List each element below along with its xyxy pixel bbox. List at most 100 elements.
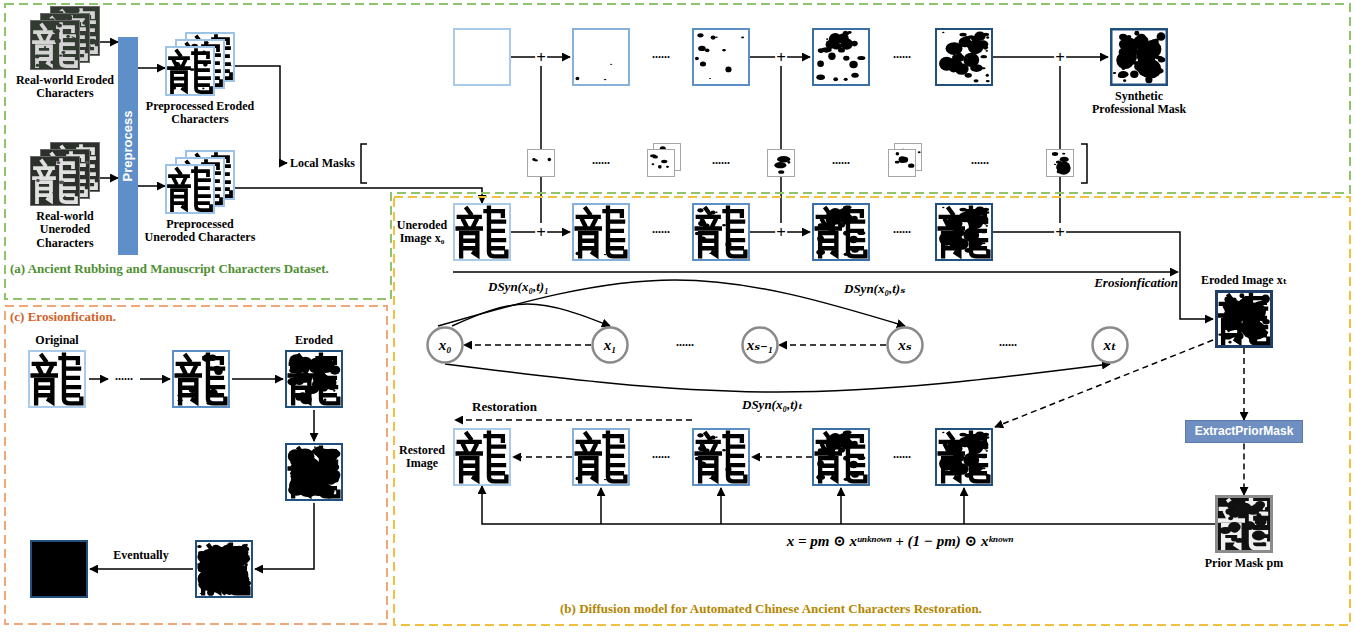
image-tile <box>572 428 630 486</box>
edge-label: DSyn(x₀,t)₁ <box>486 280 551 295</box>
tile-image <box>453 203 511 261</box>
erosion-blot <box>650 154 656 157</box>
image-caption: Preprocessed Eroded Characters <box>143 100 257 127</box>
connector <box>1243 348 1245 420</box>
dataset-panel: (a) Ancient Rubbing and Manuscript Chara… <box>4 3 1351 300</box>
erosion-blot <box>1228 341 1231 344</box>
image-tile <box>195 540 253 598</box>
erosion-blot <box>72 37 76 40</box>
image-tile <box>812 28 870 86</box>
image-tile <box>165 46 215 96</box>
character-strokes <box>200 545 249 594</box>
character-strokes <box>577 433 626 482</box>
image-stack: Preprocessed Uneroded Characters <box>165 150 235 214</box>
erosion-blot <box>215 368 223 375</box>
erosion-blot <box>978 215 989 223</box>
erosion-blot <box>942 32 944 33</box>
mask-link <box>540 177 542 223</box>
image-tile <box>453 203 511 261</box>
free-label: ...... <box>652 48 670 61</box>
erosion-blot <box>939 457 954 471</box>
edge-label-holder: DSyn(x₀,t)ₜ <box>740 398 805 413</box>
image-tile <box>692 203 750 261</box>
tile-border <box>454 29 510 85</box>
erosion-blot <box>1222 313 1240 331</box>
tile-border <box>813 204 869 260</box>
label-holder: Eventually <box>113 549 168 562</box>
circle-label: xₜ <box>1091 326 1129 364</box>
connector <box>445 364 1110 392</box>
dashed-region <box>5 306 387 624</box>
tile-border <box>693 204 749 260</box>
image-tile <box>30 156 80 206</box>
connector <box>464 344 591 346</box>
erosion-blot <box>700 236 706 241</box>
erosion-blot <box>325 490 333 498</box>
erosion-blot <box>610 239 612 240</box>
tile-ground <box>165 164 215 214</box>
image-caption: Restored Image <box>395 444 449 471</box>
erosion-blot <box>899 156 906 163</box>
erosion-blot <box>851 248 858 253</box>
erosion-blot <box>52 192 54 193</box>
arrow <box>720 488 722 524</box>
caption-holder: Uneroded Image x₀ <box>395 219 449 246</box>
tile-border <box>813 429 869 485</box>
erosion-blot <box>1120 60 1128 65</box>
state-label: xₜ <box>1103 337 1116 354</box>
image-tile <box>935 203 993 261</box>
erosion-blot <box>978 40 989 48</box>
tile-ground <box>812 203 870 261</box>
image-tile <box>692 428 750 486</box>
erosion-blot <box>986 36 989 39</box>
erosion-blot <box>841 438 853 450</box>
erosion-blot <box>963 211 970 217</box>
character-strokes <box>697 433 746 482</box>
erosion-blot <box>197 545 202 548</box>
tile-ground <box>935 428 993 486</box>
image-tile <box>572 203 630 261</box>
erosion-blot <box>243 550 249 554</box>
free-label: ...... <box>652 448 670 461</box>
erosion-blot <box>198 568 204 572</box>
label-holder: ...... <box>893 223 911 236</box>
erosion-blot <box>43 18 45 19</box>
arrow <box>752 456 812 458</box>
rotated-holder: Preprocess <box>121 111 136 182</box>
tile-border <box>573 204 629 260</box>
image-caption: Real-world Uneroded Characters <box>12 210 118 250</box>
erosion-blot <box>826 38 828 40</box>
plus-sign: + <box>535 49 547 66</box>
tile-border <box>889 150 916 177</box>
erosion-blot <box>236 555 242 560</box>
connector <box>1243 443 1245 495</box>
preprocess-bar: Preprocess <box>118 37 138 255</box>
mask-link <box>540 66 542 149</box>
erosion-blot <box>1235 332 1243 339</box>
tile-ground <box>888 149 916 177</box>
label-holder: ...... <box>652 48 670 61</box>
tile-ground <box>692 428 750 486</box>
erosion-blot <box>293 364 295 365</box>
label-holder: + <box>775 49 787 66</box>
erosion-blot <box>1062 153 1065 155</box>
character-strokes <box>169 50 211 92</box>
erosion-blot <box>658 165 662 169</box>
erosion-blot <box>1116 51 1134 69</box>
erosion-blot <box>327 454 337 461</box>
erosion-blot <box>661 160 667 163</box>
erosion-blot <box>1052 152 1058 156</box>
erosion-blot <box>722 449 726 451</box>
mask-link <box>1059 177 1061 223</box>
tile-image <box>1110 28 1168 86</box>
erosion-blot <box>1224 300 1243 314</box>
tile-ground <box>453 203 511 261</box>
erosion-blot <box>711 435 716 439</box>
tile-border <box>31 541 87 597</box>
erosion-blot <box>59 55 62 57</box>
erosion-blot <box>1143 59 1159 71</box>
edge-label-holder: DSyn(x₀,t)ₛ <box>842 282 907 297</box>
label-holder: Erosionfication <box>1094 276 1178 291</box>
erosion-blot <box>36 179 40 182</box>
